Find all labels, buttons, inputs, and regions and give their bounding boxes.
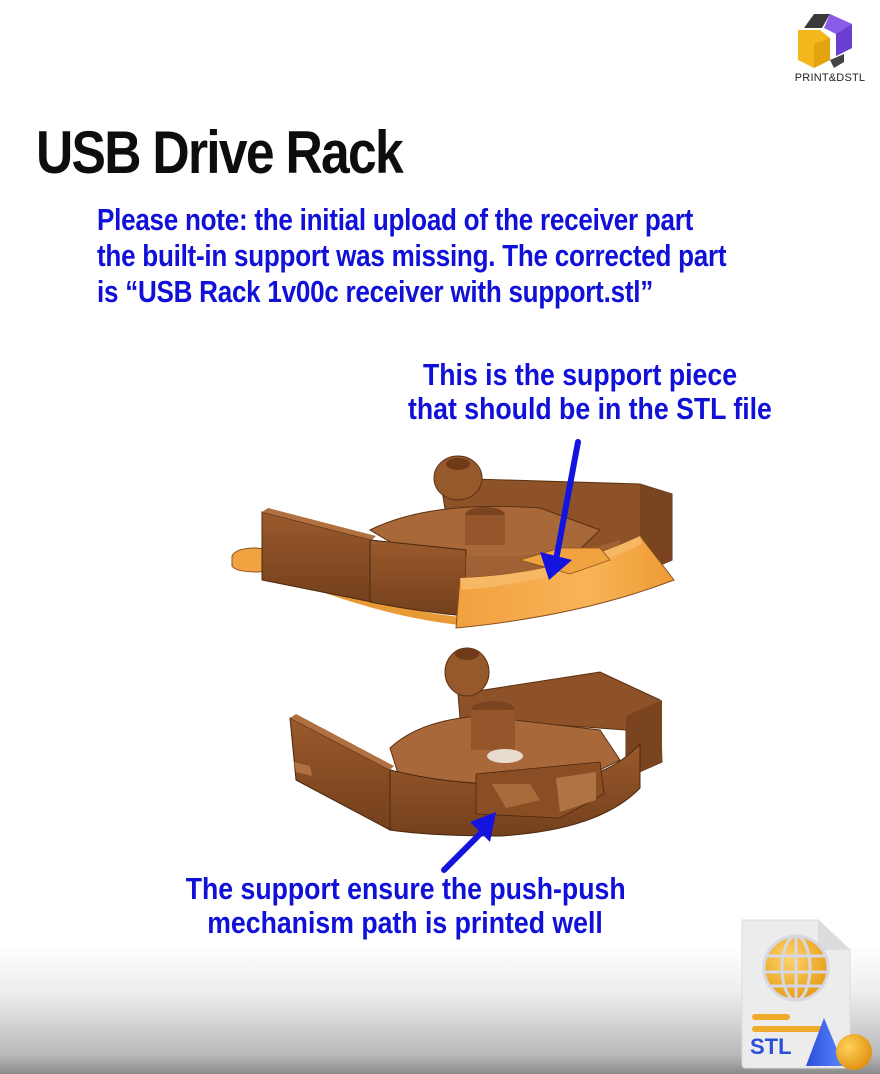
brand-logo: PRINT&DSTL [790, 10, 870, 90]
correction-note: Please note: the initial upload of the r… [97, 202, 727, 310]
callout-line: that should be in the STL file [408, 391, 772, 426]
hexagon-logo-icon [798, 14, 852, 68]
callout-line: mechanism path is printed well [207, 905, 603, 940]
note-line: Please note: the initial upload of the r… [97, 202, 694, 237]
receiver-part-without-support [289, 647, 663, 837]
receiver-part-with-support [231, 455, 675, 629]
logo-text: PRINT&DSTL [794, 72, 866, 84]
stl-file-icon: STL [741, 919, 872, 1070]
arrow-down-icon [540, 439, 581, 580]
callout-line: This is the support piece [422, 357, 738, 392]
bottom-gradient [0, 944, 880, 1074]
page-title: USB Drive Rack [36, 119, 404, 186]
arrow-up-right-icon [441, 812, 496, 873]
note-line: the built-in support was missing. The co… [97, 238, 727, 273]
note-line: is “USB Rack 1v00c receiver with support… [97, 274, 653, 309]
support-piece-callout: This is the support piece that should be… [408, 357, 772, 426]
push-push-callout: The support ensure the push-push mechani… [185, 871, 626, 940]
callout-line: The support ensure the push-push [185, 871, 626, 906]
stl-label: STL [750, 1034, 792, 1059]
